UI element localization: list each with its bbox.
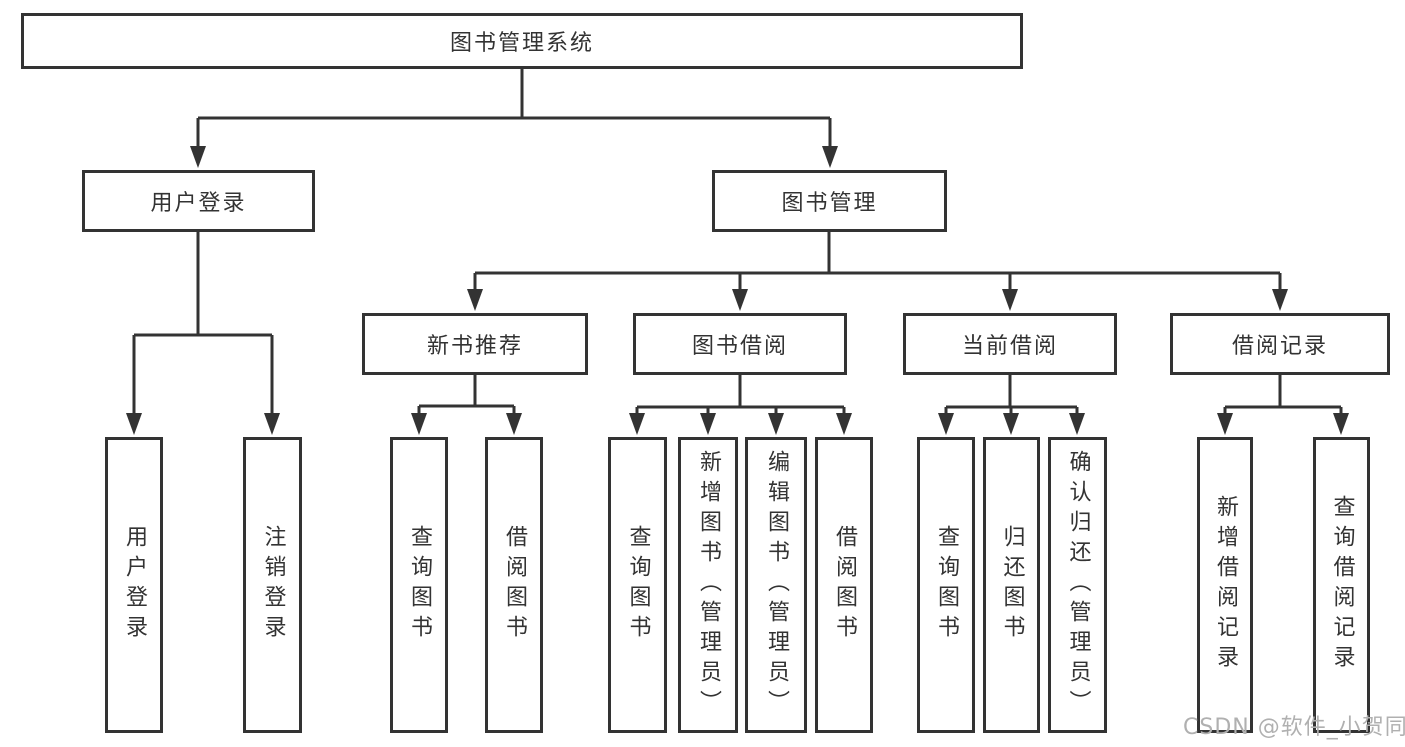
- node-label: 新书推荐: [426, 334, 523, 359]
- node-label: 图书管理: [781, 191, 878, 216]
- leaf-records-query-borrow-record: 查询借阅记录: [1313, 437, 1370, 733]
- node-label: 图书管理系统: [449, 31, 594, 56]
- leaf-newbook-borrow-books: 借阅图书: [485, 437, 543, 733]
- leaf-current-query-books: 查询图书: [917, 437, 975, 733]
- node-label: 借阅图书: [832, 525, 857, 645]
- leaf-newbook-query-books: 查询图书: [390, 437, 448, 733]
- leaf-borrowing-add-books-admin: 新增图书（管理员）: [678, 437, 738, 733]
- node-book-borrowing: 图书借阅: [633, 313, 847, 375]
- leaf-borrowing-borrow-books: 借阅图书: [815, 437, 873, 733]
- node-label: 图书借阅: [691, 334, 788, 359]
- node-label: 查询借阅记录: [1329, 495, 1355, 675]
- node-label: 用户登录: [150, 191, 247, 216]
- leaf-borrowing-edit-books-admin: 编辑图书（管理员）: [745, 437, 807, 733]
- node-new-book-recommendation: 新书推荐: [362, 313, 588, 375]
- node-label: 查询图书: [625, 525, 651, 645]
- leaf-borrowing-query-books: 查询图书: [608, 437, 667, 733]
- node-label: 借阅记录: [1231, 334, 1328, 359]
- node-borrowing-records: 借阅记录: [1170, 313, 1390, 375]
- node-label: 归还图书: [999, 525, 1025, 645]
- leaf-user-login: 用户登录: [105, 437, 163, 733]
- leaf-current-return-books: 归还图书: [983, 437, 1040, 733]
- node-book-management: 图书管理: [712, 170, 947, 232]
- leaf-current-confirm-return-admin: 确认归还（管理员）: [1048, 437, 1107, 733]
- node-label: 确认归还（管理员）: [1065, 450, 1091, 720]
- node-label: 借阅图书: [502, 525, 527, 645]
- node-current-borrowing: 当前借阅: [903, 313, 1117, 375]
- leaf-logout-login: 注销登录: [243, 437, 302, 733]
- node-label: 注销登录: [260, 525, 286, 645]
- tree-trunk-lines: [134, 67, 1341, 409]
- leaf-records-add-borrow-record: 新增借阅记录: [1197, 437, 1253, 733]
- node-library-management-system: 图书管理系统: [21, 13, 1023, 69]
- node-label: 新增借阅记录: [1213, 495, 1238, 675]
- watermark: CSDN @软件_小贺同学: [1183, 715, 1405, 740]
- node-label: 查询图书: [934, 525, 959, 645]
- node-label: 用户登录: [122, 525, 147, 645]
- node-label: 查询图书: [407, 525, 432, 645]
- node-label: 新增图书（管理员）: [696, 450, 721, 720]
- node-label: 当前借阅: [961, 334, 1058, 359]
- node-user-login: 用户登录: [82, 170, 315, 232]
- node-label: 编辑图书（管理员）: [764, 450, 789, 720]
